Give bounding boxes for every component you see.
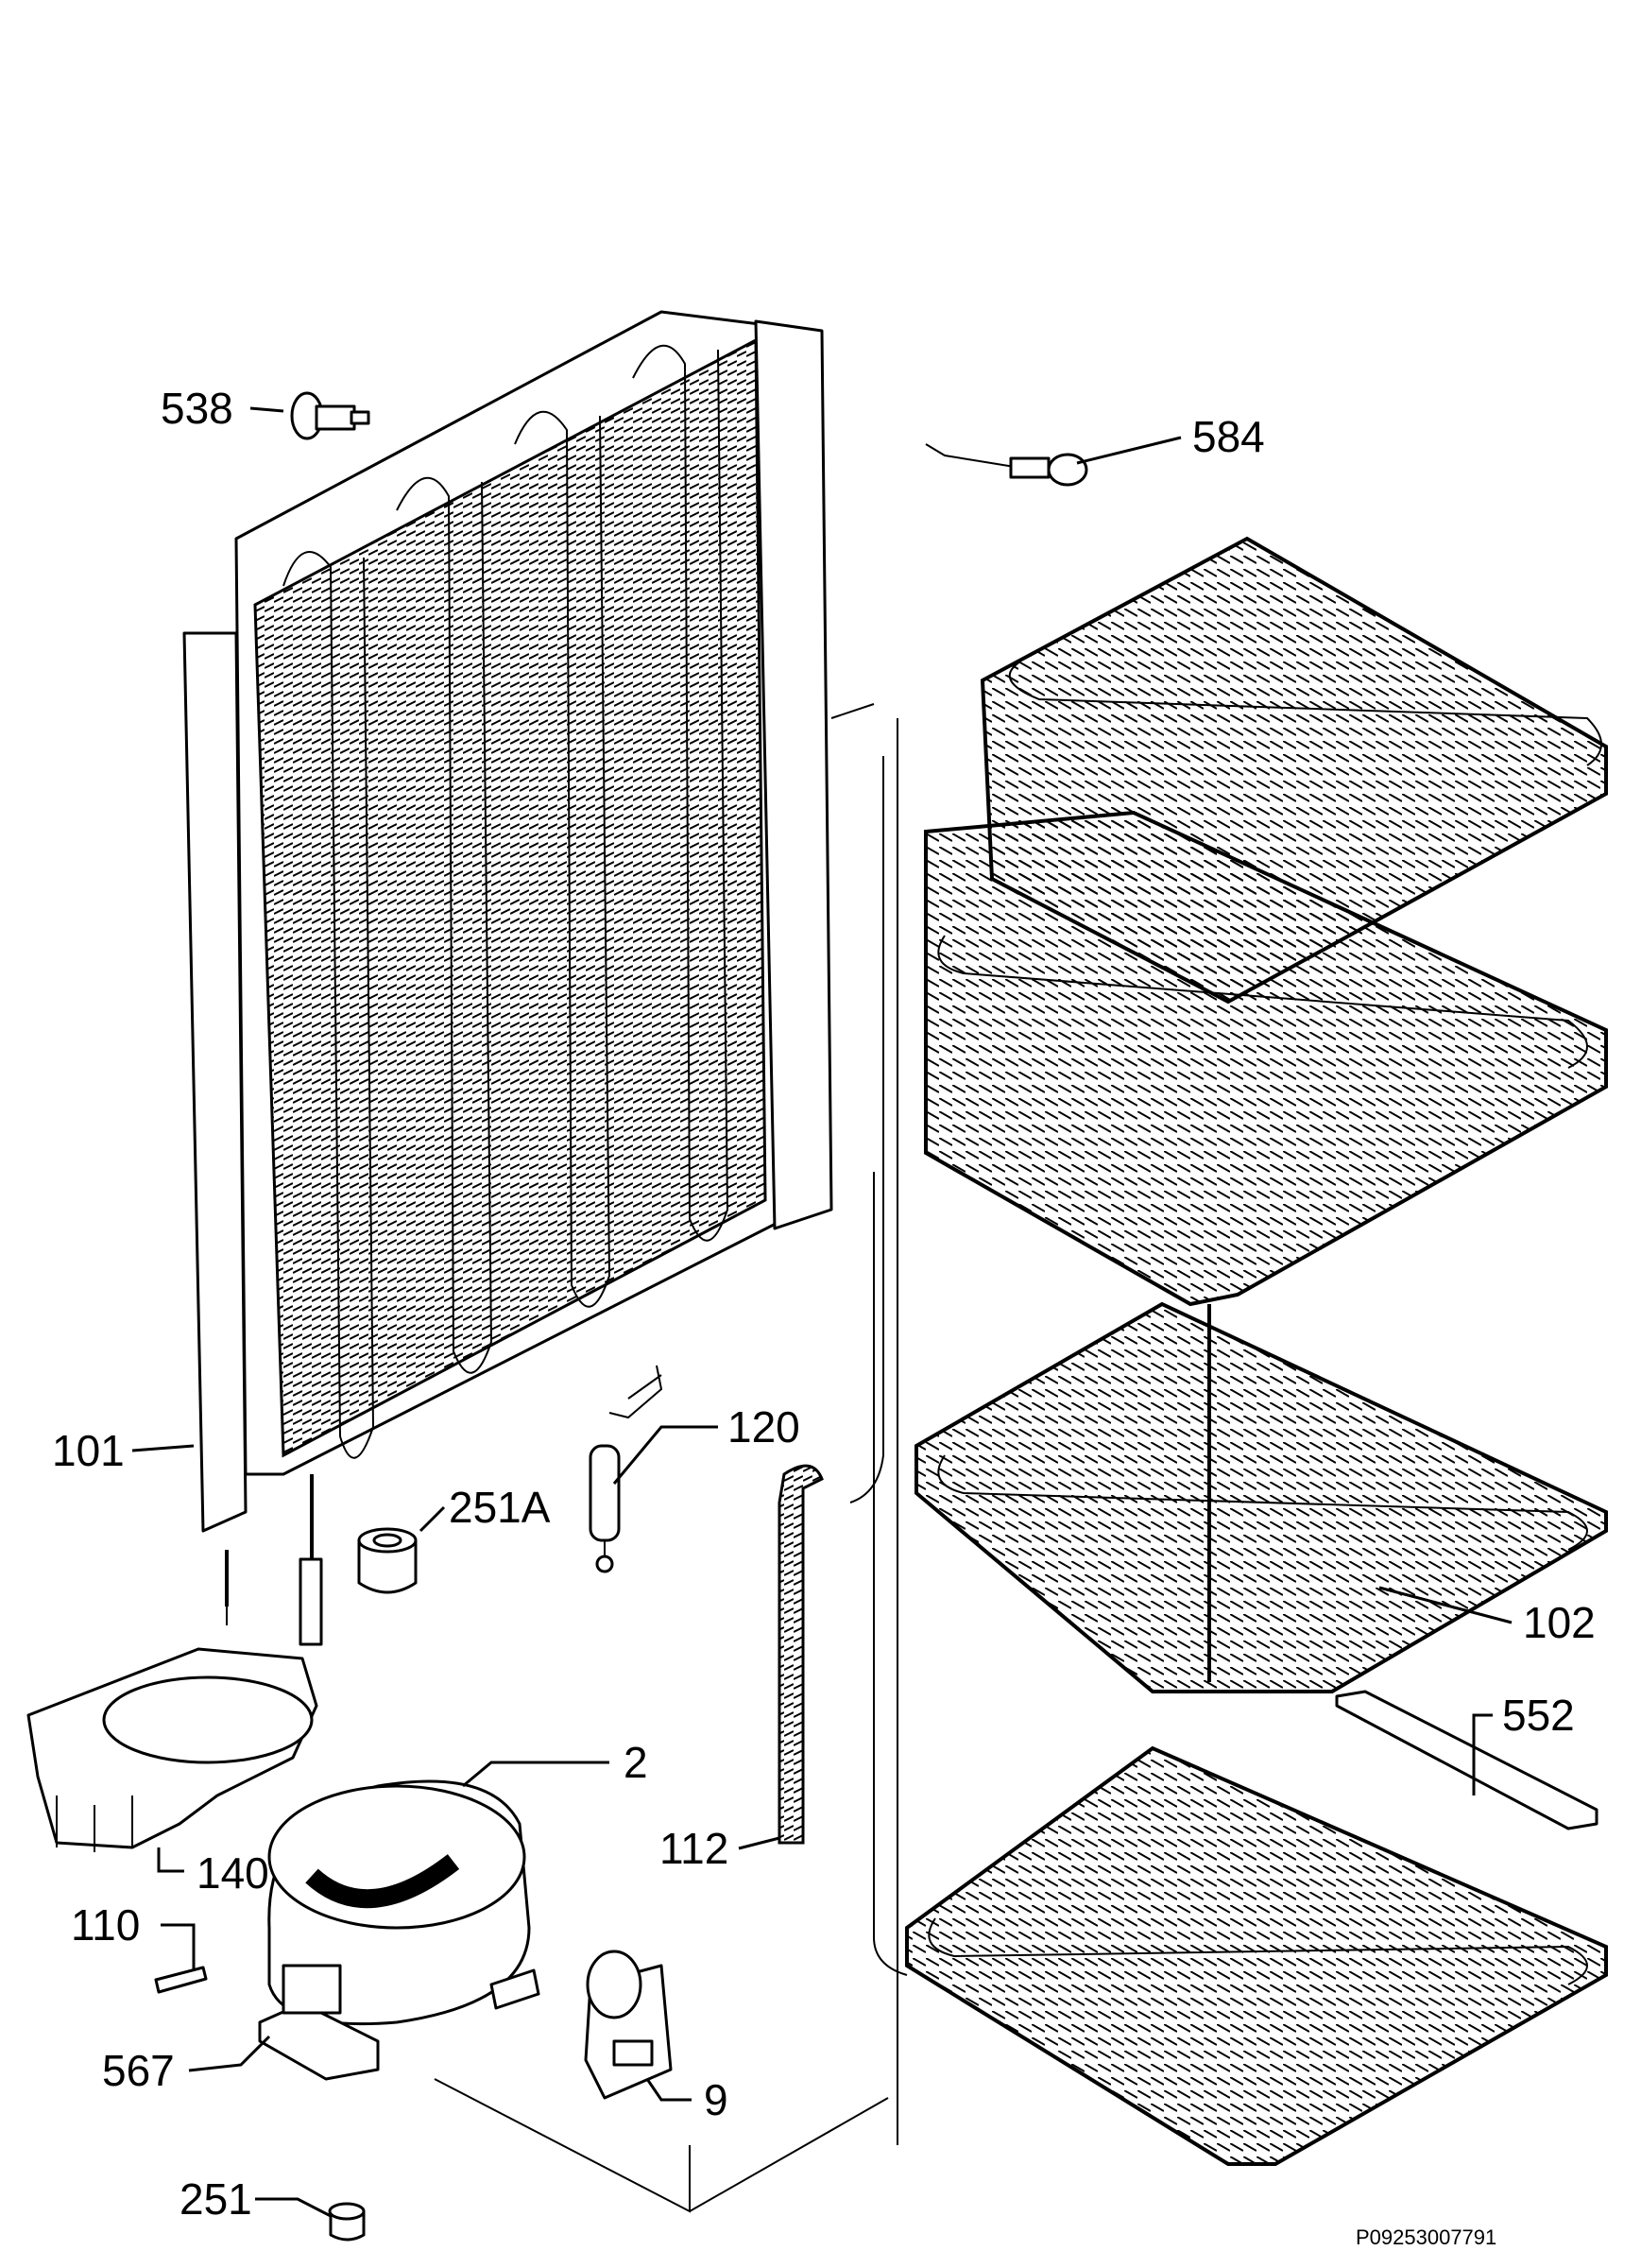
evaporator-part: [849, 536, 1608, 2166]
callout-567: 567: [102, 2046, 175, 2095]
callout-9: 9: [704, 2075, 728, 2124]
callout-538: 538: [161, 384, 233, 433]
sensor-584-part: [925, 443, 1088, 487]
tube-112-part: [778, 1464, 824, 1845]
clip-9-part: [584, 1950, 673, 2100]
callout-112: 112: [659, 1824, 728, 1873]
condenser-part: [182, 310, 833, 1646]
leader-lines: [131, 406, 1513, 2218]
tray-140-part: [26, 1647, 318, 1852]
sensor-538-part: [290, 391, 370, 440]
grommet-251a-part: [357, 1527, 418, 1594]
callout-120: 120: [727, 1402, 800, 1452]
callout-102: 102: [1523, 1598, 1596, 1647]
callout-110: 110: [71, 1900, 140, 1950]
callout-140: 140: [197, 1848, 269, 1898]
document-code: P09253007791: [1356, 2225, 1496, 2249]
callout-2: 2: [624, 1738, 648, 1787]
callout-584: 584: [1192, 412, 1265, 461]
callout-labels: 538 584 101 120 251A 102 552 140 2 112 1…: [52, 384, 1596, 2249]
pin-110-part: [154, 1966, 208, 1994]
callout-251a: 251A: [449, 1483, 551, 1532]
component-120-part: [589, 1365, 663, 1573]
callout-251: 251: [179, 2174, 252, 2224]
compressor-2-part: [258, 1779, 540, 2081]
assembly-lines: [226, 703, 889, 2213]
strip-552-part: [1335, 1690, 1598, 1830]
callout-101: 101: [52, 1426, 125, 1475]
callout-552: 552: [1502, 1691, 1575, 1740]
grommet-251-part: [328, 2202, 366, 2242]
